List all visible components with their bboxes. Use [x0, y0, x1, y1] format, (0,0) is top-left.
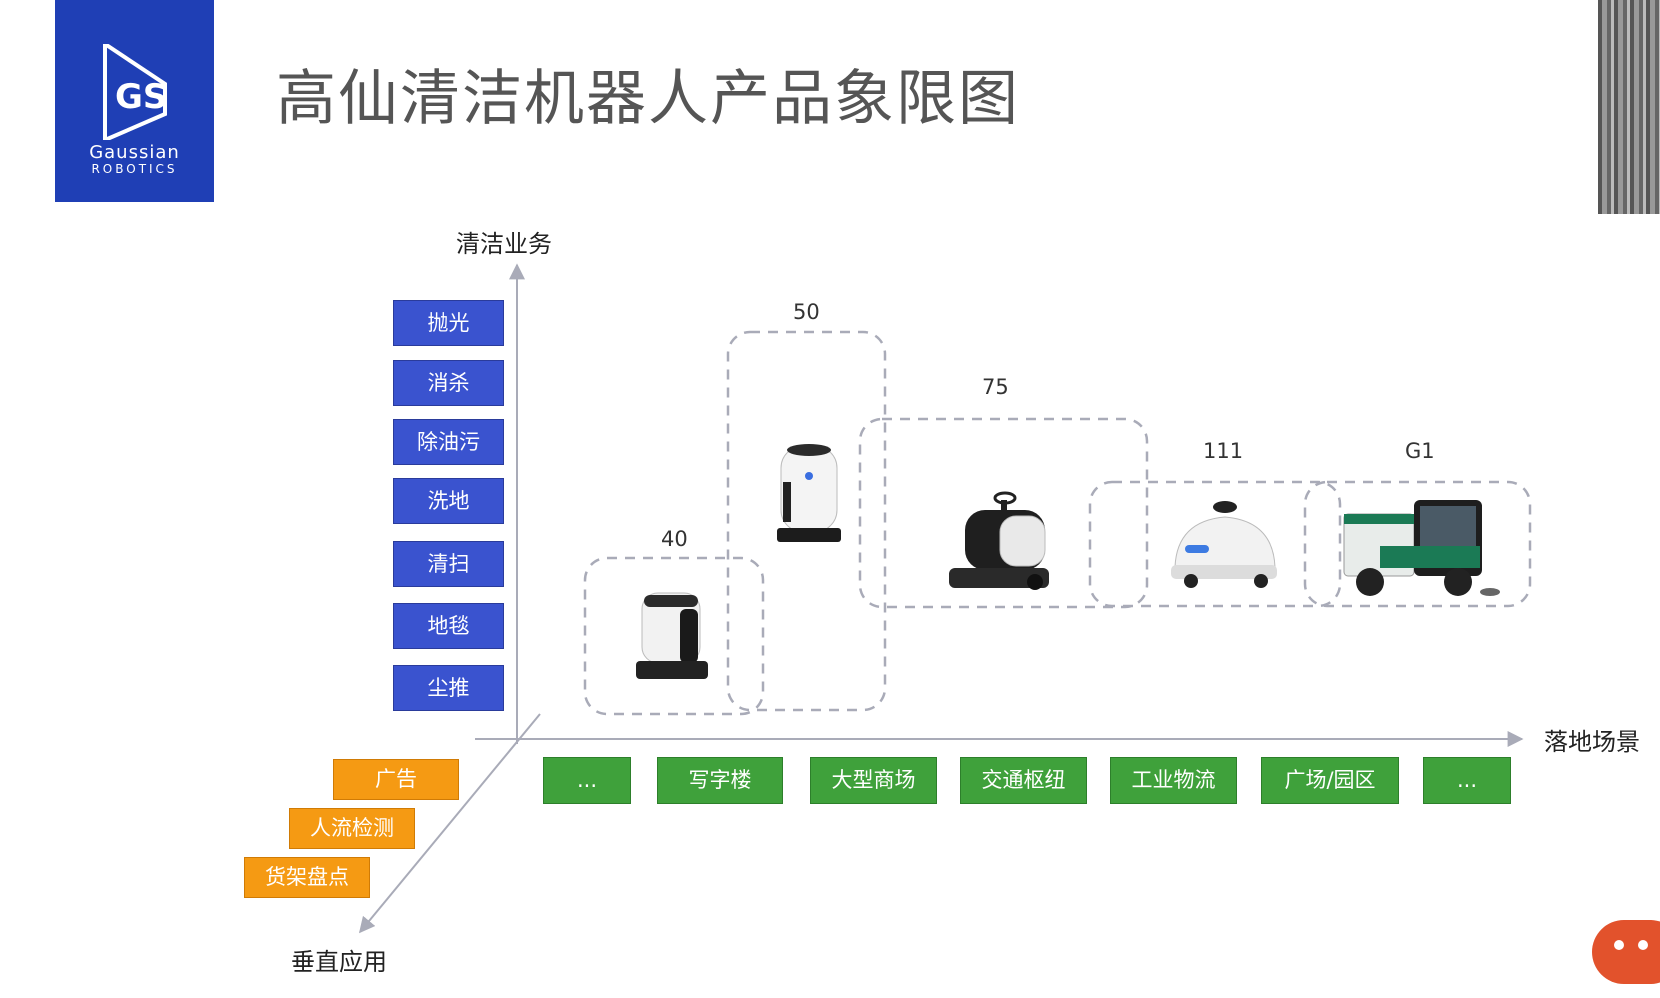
app-advertising: 广告 — [333, 759, 459, 800]
avatar-eye-right — [1638, 940, 1648, 950]
task-polishing: 抛光 — [393, 300, 504, 346]
task-sweeping: 清扫 — [393, 541, 504, 587]
gs-logo-mark-icon: GS — [103, 44, 167, 140]
x-axis-label: 落地场景 — [1544, 728, 1640, 756]
brand-logo: GS Gaussian ROBOTICS — [55, 0, 214, 202]
task-scrubbing: 洗地 — [393, 478, 504, 524]
product-label-g1: G1 — [1405, 439, 1435, 463]
scene-ellipsis-start: ... — [543, 757, 631, 804]
y-axis-label: 清洁业务 — [456, 230, 552, 258]
app-shelf-inventory: 货架盘点 — [244, 857, 370, 898]
z-axis-label: 垂直应用 — [291, 948, 387, 976]
z-axis-line — [358, 713, 541, 934]
scene-mall: 大型商场 — [810, 757, 937, 804]
app-crowd-detection: 人流检测 — [289, 808, 415, 849]
region-g1 — [1303, 480, 1532, 608]
region-75 — [858, 417, 1149, 609]
region-40 — [583, 556, 765, 716]
task-disinfection: 消杀 — [393, 360, 504, 406]
scene-plaza-park: 广场/园区 — [1261, 757, 1399, 804]
product-label-40: 40 — [661, 527, 688, 551]
logo-text-gaussian: Gaussian — [89, 142, 180, 163]
chat-avatar-icon[interactable] — [1592, 920, 1660, 984]
scene-transport-hub: 交通枢纽 — [960, 757, 1087, 804]
page-title: 高仙清洁机器人产品象限图 — [276, 64, 1020, 134]
task-carpet: 地毯 — [393, 603, 504, 649]
logo-text-robotics: ROBOTICS — [91, 162, 178, 176]
avatar-eye-left — [1614, 940, 1624, 950]
product-label-50: 50 — [793, 300, 820, 324]
robot-50-image — [777, 444, 841, 542]
region-111 — [1088, 480, 1342, 608]
task-degreasing: 除油污 — [393, 419, 504, 465]
scene-logistics: 工业物流 — [1110, 757, 1237, 804]
robot-111-image — [1171, 501, 1277, 588]
svg-text:GS: GS — [115, 77, 167, 117]
robot-75-image — [949, 491, 1049, 590]
video-thumbnail-strip — [1598, 0, 1660, 214]
scene-office: 写字楼 — [657, 757, 783, 804]
robot-g1-image — [1343, 500, 1500, 596]
product-label-111: 111 — [1203, 439, 1244, 463]
robot-40-image — [636, 592, 708, 679]
scene-ellipsis-end: ... — [1423, 757, 1511, 804]
product-label-75: 75 — [982, 375, 1009, 399]
task-dust-mopping: 尘推 — [393, 665, 504, 711]
region-50 — [726, 330, 887, 712]
